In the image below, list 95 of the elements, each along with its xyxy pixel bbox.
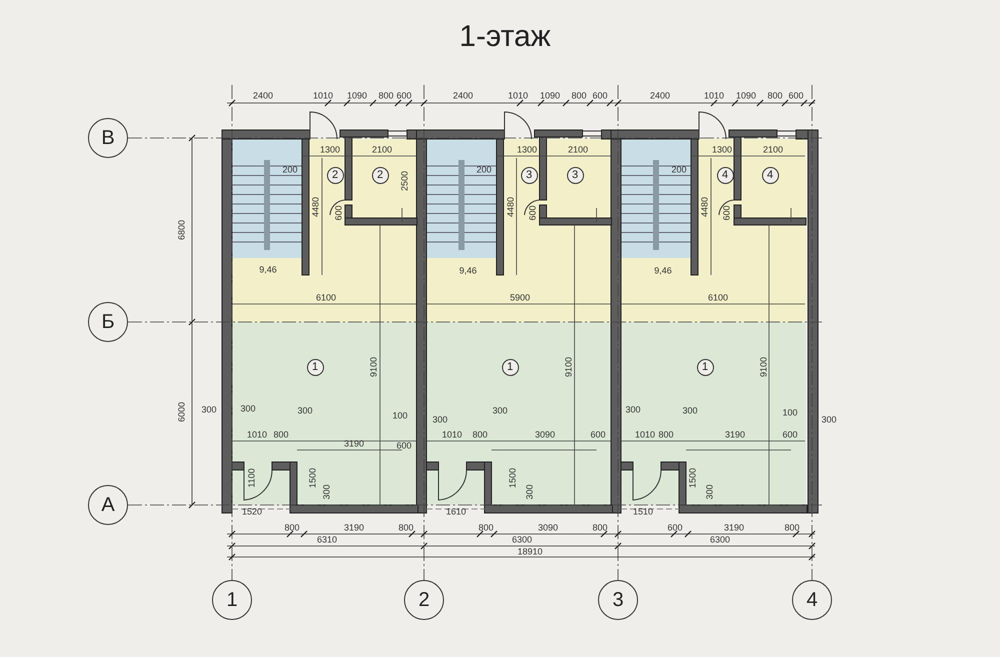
grid-axis-marker: 1 <box>212 580 252 620</box>
dimension-label: 6800 <box>178 220 186 240</box>
dimension-label: 1520 <box>242 508 262 516</box>
dimension-label: 1090 <box>346 92 368 100</box>
dimension-label: 300 <box>706 484 714 500</box>
dimension-label: 1090 <box>540 92 560 100</box>
dimension-label: 200 <box>671 166 687 174</box>
dimension-label: 600 <box>396 92 412 100</box>
dimension-label: 600 <box>788 92 804 100</box>
dimension-label: 2100 <box>762 146 784 154</box>
dimension-label: 3190 <box>344 440 364 448</box>
dimension-label: 1510 <box>632 508 654 516</box>
grid-axis-marker: 4 <box>792 580 832 620</box>
dimension-label: 600 <box>592 92 608 100</box>
dimension-label: 9100 <box>760 356 768 378</box>
dimension-label: 800 <box>472 430 488 440</box>
grid-axis-marker: 2 <box>404 580 444 620</box>
dimension-label: 9,46 <box>259 266 277 274</box>
dimension-label: 1090 <box>736 92 756 100</box>
dimension-label: 1010 <box>312 92 334 100</box>
dimension-label: 6300 <box>710 536 730 544</box>
dimension-label: 2400 <box>252 92 274 100</box>
dimension-label: 300 <box>432 416 448 424</box>
dimension-label: 300 <box>297 406 313 416</box>
dimension-label: 1300 <box>712 146 732 154</box>
grid-axis-marker: 3 <box>598 580 638 620</box>
dimension-label: 300 <box>322 484 332 500</box>
dimension-label: 6100 <box>316 294 336 302</box>
dimension-label: 1010 <box>704 92 724 100</box>
dimension-label: 2500 <box>400 170 410 192</box>
dimension-label: 300 <box>240 404 256 414</box>
dimension-label: 4480 <box>312 196 320 218</box>
dimension-label: 600 <box>722 205 732 221</box>
dimension-label: 100 <box>782 408 798 418</box>
dimension-label: 200 <box>282 166 298 174</box>
dimension-label: 5900 <box>510 294 530 302</box>
dimension-label: 1500 <box>308 468 318 488</box>
dimension-label: 1010 <box>508 92 528 100</box>
dimension-label: 4480 <box>700 196 710 218</box>
dimension-label: 600 <box>528 205 538 221</box>
dimension-label: 600 <box>396 442 412 450</box>
plan-title: 1-этаж <box>459 20 551 54</box>
dimension-label: 100 <box>392 412 408 420</box>
dimension-label: 800 <box>658 430 674 440</box>
grid-axis-marker: Б <box>88 302 128 342</box>
dimension-label: 300 <box>821 416 837 424</box>
dimension-label: 1010 <box>634 430 656 440</box>
dimension-label: 1010 <box>442 430 462 440</box>
dimension-label: 800 <box>571 92 587 100</box>
grid-axis-marker: В <box>88 118 128 158</box>
dimension-label: 300 <box>682 406 698 416</box>
dimension-label: 300 <box>201 406 217 414</box>
dimension-label: 2400 <box>650 92 670 100</box>
dimension-label: 3190 <box>724 524 744 532</box>
dimension-label: 1010 <box>246 430 268 440</box>
dimension-label: 800 <box>378 92 394 100</box>
dimension-label: 6310 <box>316 536 338 544</box>
dimension-label: 1300 <box>320 146 340 154</box>
dimension-label: 600 <box>782 430 798 440</box>
dimension-label: 800 <box>784 524 800 532</box>
dimension-label: 18910 <box>517 548 543 556</box>
dimension-label: 6100 <box>708 294 728 302</box>
dimension-label: 4480 <box>506 196 515 218</box>
grid-axis-marker: А <box>88 485 128 525</box>
dimension-label: 300 <box>492 406 508 416</box>
dimension-label: 2100 <box>372 146 392 154</box>
dimension-label: 2100 <box>568 146 588 154</box>
dimension-label: 800 <box>478 524 494 532</box>
dimension-label: 300 <box>625 406 641 414</box>
dimension-label: 800 <box>273 430 289 440</box>
dimension-label: 1100 <box>248 468 256 488</box>
dimension-label: 1500 <box>508 468 518 488</box>
dimension-label: 3190 <box>344 524 364 532</box>
dimension-label: 2400 <box>452 92 474 100</box>
dimension-label: 800 <box>284 524 300 532</box>
dimension-label: 1300 <box>516 146 538 154</box>
dimension-label: 800 <box>767 92 783 100</box>
dimension-label: 1500 <box>688 468 698 488</box>
dimension-label: 200 <box>476 166 492 174</box>
dimension-label: 9,46 <box>459 266 477 276</box>
dimension-label: 800 <box>398 524 414 532</box>
dimension-label: 9100 <box>370 356 378 378</box>
dimension-label: 3090 <box>534 430 556 440</box>
dimension-label: 6000 <box>178 402 186 422</box>
dimension-label: 600 <box>334 205 344 221</box>
dimension-label: 600 <box>667 524 683 532</box>
dimension-label: 600 <box>590 430 606 440</box>
dimension-label: 9,46 <box>654 266 672 276</box>
dimension-label: 1610 <box>446 508 466 516</box>
dimension-label: 300 <box>526 484 534 500</box>
dimension-label: 3090 <box>538 524 558 532</box>
dimension-label: 6300 <box>512 536 532 544</box>
dimension-label: 3190 <box>724 430 746 440</box>
dimension-label: 9100 <box>564 356 574 378</box>
dimension-label: 800 <box>592 524 608 532</box>
